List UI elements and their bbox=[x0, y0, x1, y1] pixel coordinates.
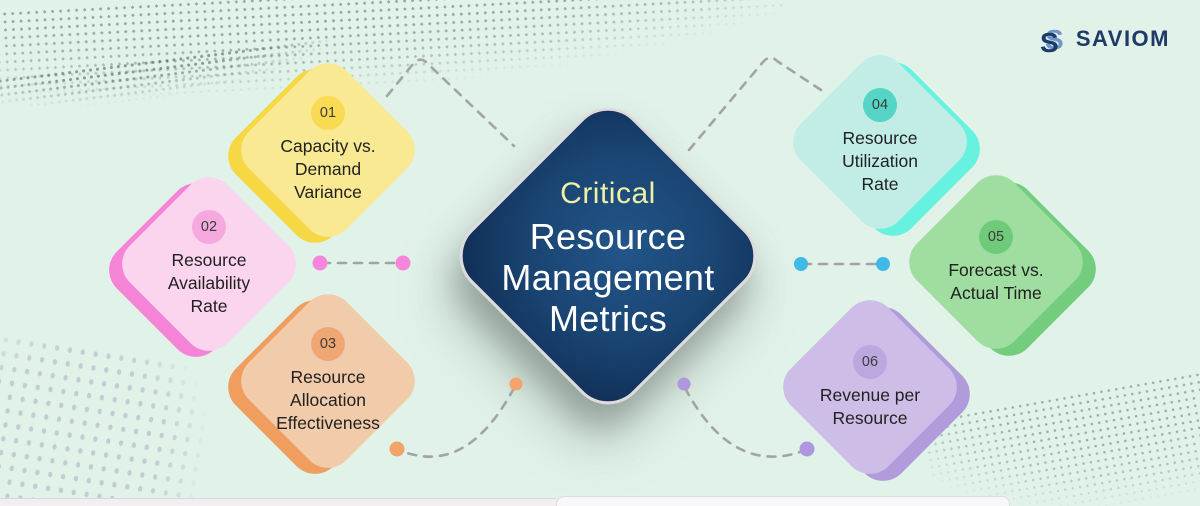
connector-dashed-line-bottom-left bbox=[397, 386, 516, 458]
metric-number-badge: 04 bbox=[863, 88, 897, 122]
metric-number-badge: 05 bbox=[979, 219, 1013, 254]
connector-dot bbox=[799, 441, 815, 457]
connector-dot bbox=[395, 255, 411, 271]
center-title-line: Resource bbox=[529, 216, 687, 257]
bottom-edge-card bbox=[556, 496, 1010, 506]
connector-dashed-line-top-left bbox=[385, 58, 516, 148]
connector-dashed-line-bottom-right bbox=[683, 386, 808, 458]
center-title-accent: Critical bbox=[560, 177, 656, 210]
metric-label: Resource Availability Rate bbox=[167, 250, 251, 316]
metric-label: Revenue per Resource bbox=[819, 384, 921, 428]
metric-label: Resource Utilization Rate bbox=[842, 128, 918, 194]
svg-text:S: S bbox=[1045, 24, 1064, 54]
saviom-logo: S S SAVIOM bbox=[1039, 24, 1170, 54]
metric-label: Capacity vs. Demand Variance bbox=[280, 136, 376, 202]
connector-dot bbox=[876, 257, 890, 271]
connector-dot bbox=[794, 257, 808, 271]
connector-dot bbox=[312, 255, 328, 271]
metric-number-badge: 02 bbox=[192, 210, 226, 244]
metric-number-badge: 01 bbox=[311, 96, 345, 130]
metric-label: Forecast vs. Actual Time bbox=[948, 259, 1044, 303]
metric-label: Resource Allocation Effectiveness bbox=[276, 367, 380, 433]
saviom-logo-text: SAVIOM bbox=[1075, 26, 1170, 51]
metric-number-badge: 03 bbox=[311, 327, 345, 361]
metric-resource-allocation-effectiveness: 03 Resource Allocation Effectiveness bbox=[217, 283, 426, 485]
metric-forecast-vs-actual-time: 05 Forecast vs. Actual Time bbox=[898, 164, 1107, 367]
metric-number-badge: 06 bbox=[853, 344, 887, 379]
connector-dot bbox=[677, 377, 691, 391]
connector-dot bbox=[509, 377, 523, 391]
saviom-s-cube-icon: S S bbox=[1040, 24, 1064, 54]
metric-capacity-vs-demand-variance: 01 Capacity vs. Demand Variance bbox=[217, 52, 426, 254]
metric-revenue-per-resource: 06 Revenue per Resource bbox=[772, 289, 981, 492]
bottom-edge-strip bbox=[0, 498, 556, 506]
center-title-line: Metrics bbox=[548, 298, 668, 339]
metric-resource-utilization-rate: 04 Resource Utilization Rate bbox=[782, 44, 991, 247]
connector-dashed-line-top-right bbox=[687, 56, 823, 152]
center-title: Critical Resource Management Metrics bbox=[443, 91, 773, 421]
metric-resource-availability-rate: 02 Resource Availability Rate bbox=[98, 166, 307, 368]
svg-text:S: S bbox=[1040, 27, 1059, 54]
center-title-line: Management bbox=[501, 257, 715, 298]
center-title-diamond: Critical Resource Management Metrics bbox=[443, 91, 773, 421]
connector-dot bbox=[389, 441, 405, 457]
